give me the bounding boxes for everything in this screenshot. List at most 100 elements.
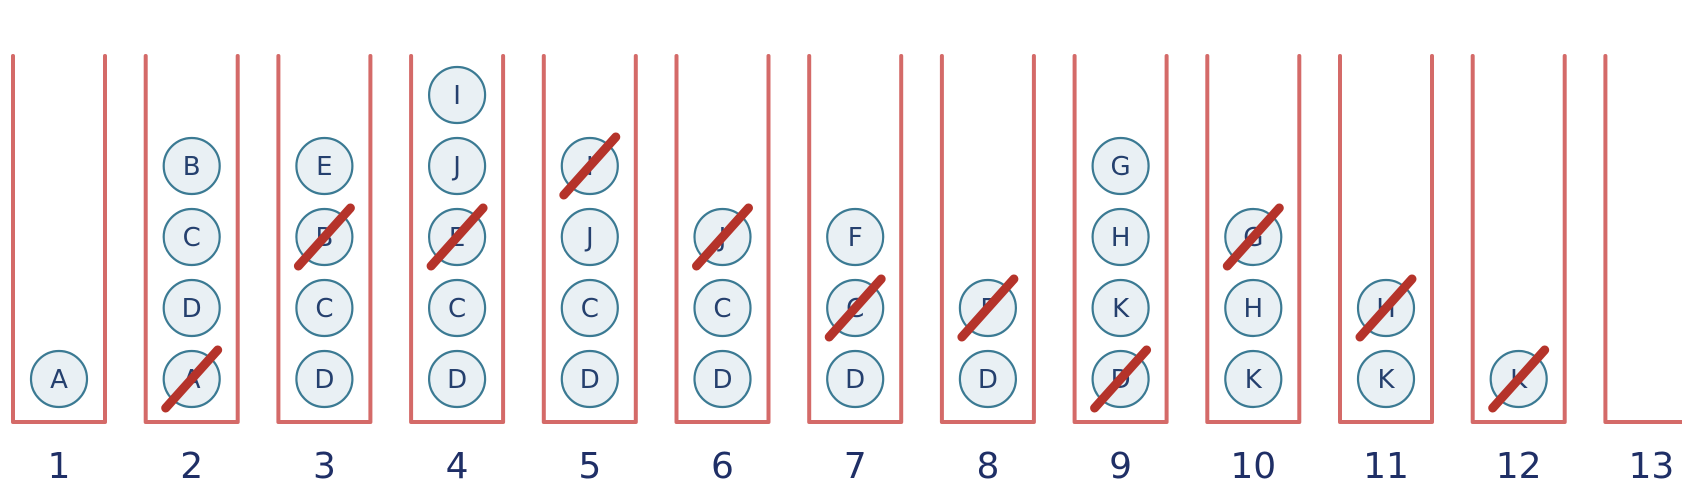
stack-node: J <box>560 207 619 267</box>
node-letter: B <box>183 152 201 182</box>
stack-node: D <box>1090 345 1152 413</box>
node-circle <box>1091 278 1150 338</box>
node-circle <box>1224 349 1283 409</box>
stack-node: J <box>428 136 487 196</box>
step-number-label: 9 <box>1109 446 1132 487</box>
node-letter: I <box>453 81 461 111</box>
stack-node: F <box>826 207 885 267</box>
node-circle <box>560 207 619 267</box>
step-number-label: 4 <box>446 446 469 487</box>
stack-node: I <box>559 132 621 200</box>
stack-node: E <box>426 203 488 271</box>
stack-node: H <box>1091 207 1150 267</box>
strike-through-mark <box>426 203 488 271</box>
node-letter: K <box>1112 294 1130 324</box>
stack-node: B <box>293 203 355 271</box>
stack-node: A <box>29 349 89 409</box>
stack-container <box>11 54 107 424</box>
stack-node: C <box>693 278 752 338</box>
strike-through-mark <box>824 274 886 342</box>
stack-node: D <box>560 349 619 409</box>
stack-node: I <box>428 65 487 125</box>
node-circle <box>1356 349 1416 409</box>
strike-through-mark <box>692 203 753 271</box>
strike-through-mark <box>1090 345 1152 413</box>
stack-node: C <box>824 274 886 342</box>
node-circle <box>162 136 221 196</box>
node-circle <box>693 278 752 338</box>
node-letter: D <box>447 365 467 395</box>
stack-node: K <box>1224 349 1283 409</box>
stack-node: D <box>958 349 1018 409</box>
node-letter: G <box>1111 152 1131 182</box>
strike-through-mark <box>1488 345 1550 413</box>
stack-container <box>939 54 1036 424</box>
strike-through-mark <box>957 274 1019 342</box>
stack-node: K <box>1091 278 1150 338</box>
stack-node: D <box>162 278 221 338</box>
node-letter: D <box>580 365 600 395</box>
step-number-label: 12 <box>1496 446 1542 487</box>
strike-through-mark <box>1222 203 1284 271</box>
step-number-label: 6 <box>711 446 734 487</box>
strike-through-mark <box>1355 274 1417 342</box>
step-number-label: 11 <box>1363 446 1409 487</box>
stack-node: K <box>1356 349 1416 409</box>
node-letter: J <box>451 152 461 182</box>
step-number-label: 13 <box>1628 446 1674 487</box>
node-circle <box>428 65 487 125</box>
stack-step-3: DCBE3 <box>276 54 373 487</box>
stack-node: E <box>295 136 354 196</box>
stack-node: G <box>1222 203 1284 271</box>
stack-step-13: 13 <box>1603 54 1682 487</box>
strike-through-mark <box>161 345 223 413</box>
step-number-label: 2 <box>180 446 203 487</box>
stack-container <box>1470 54 1567 424</box>
node-letter: J <box>584 223 594 253</box>
stack-node: H <box>1355 274 1417 342</box>
stack-node: C <box>560 278 619 338</box>
node-circle <box>1091 136 1150 196</box>
node-circle <box>295 136 354 196</box>
node-letter: D <box>314 365 334 395</box>
stack-step-11: KH 11 <box>1338 54 1434 487</box>
node-circle <box>560 278 619 338</box>
stack-container <box>409 54 506 424</box>
stack-step-2: ADCB2 <box>143 54 240 487</box>
stack-container <box>1603 54 1682 424</box>
node-circle <box>428 349 487 409</box>
strike-through-mark <box>293 203 355 271</box>
stack-step-1: A1 <box>11 54 107 487</box>
stack-node: D <box>826 349 885 409</box>
stack-container <box>1338 54 1434 424</box>
node-circle <box>826 349 885 409</box>
stack-step-6: DCJ6 <box>674 54 771 487</box>
stack-node: G <box>1091 136 1150 196</box>
step-number-label: 10 <box>1230 446 1276 487</box>
node-letter: D <box>712 365 732 395</box>
step-number-label: 5 <box>578 446 601 487</box>
step-number-label: 8 <box>976 446 999 487</box>
stack-node: C <box>162 207 221 267</box>
stack-step-12: K 12 <box>1470 54 1567 487</box>
stack-node: B <box>162 136 221 196</box>
stack-step-8: DF8 <box>939 54 1036 487</box>
node-circle <box>162 207 221 267</box>
stack-container <box>143 54 240 424</box>
node-letter: D <box>182 294 202 324</box>
node-letter: F <box>848 223 863 253</box>
node-circle <box>29 349 89 409</box>
node-letter: E <box>316 152 332 182</box>
stack-container <box>807 54 904 424</box>
node-letter: C <box>448 294 466 324</box>
step-number-label: 1 <box>48 446 71 487</box>
node-circle <box>560 349 619 409</box>
node-letter: C <box>183 223 201 253</box>
strike-through-mark <box>559 132 621 200</box>
node-letter: H <box>1244 294 1264 324</box>
stack-node: K <box>1488 345 1550 413</box>
stack-step-9: DKHG 9 <box>1072 54 1169 487</box>
stack-container <box>1205 54 1302 424</box>
node-circle <box>1224 278 1283 338</box>
